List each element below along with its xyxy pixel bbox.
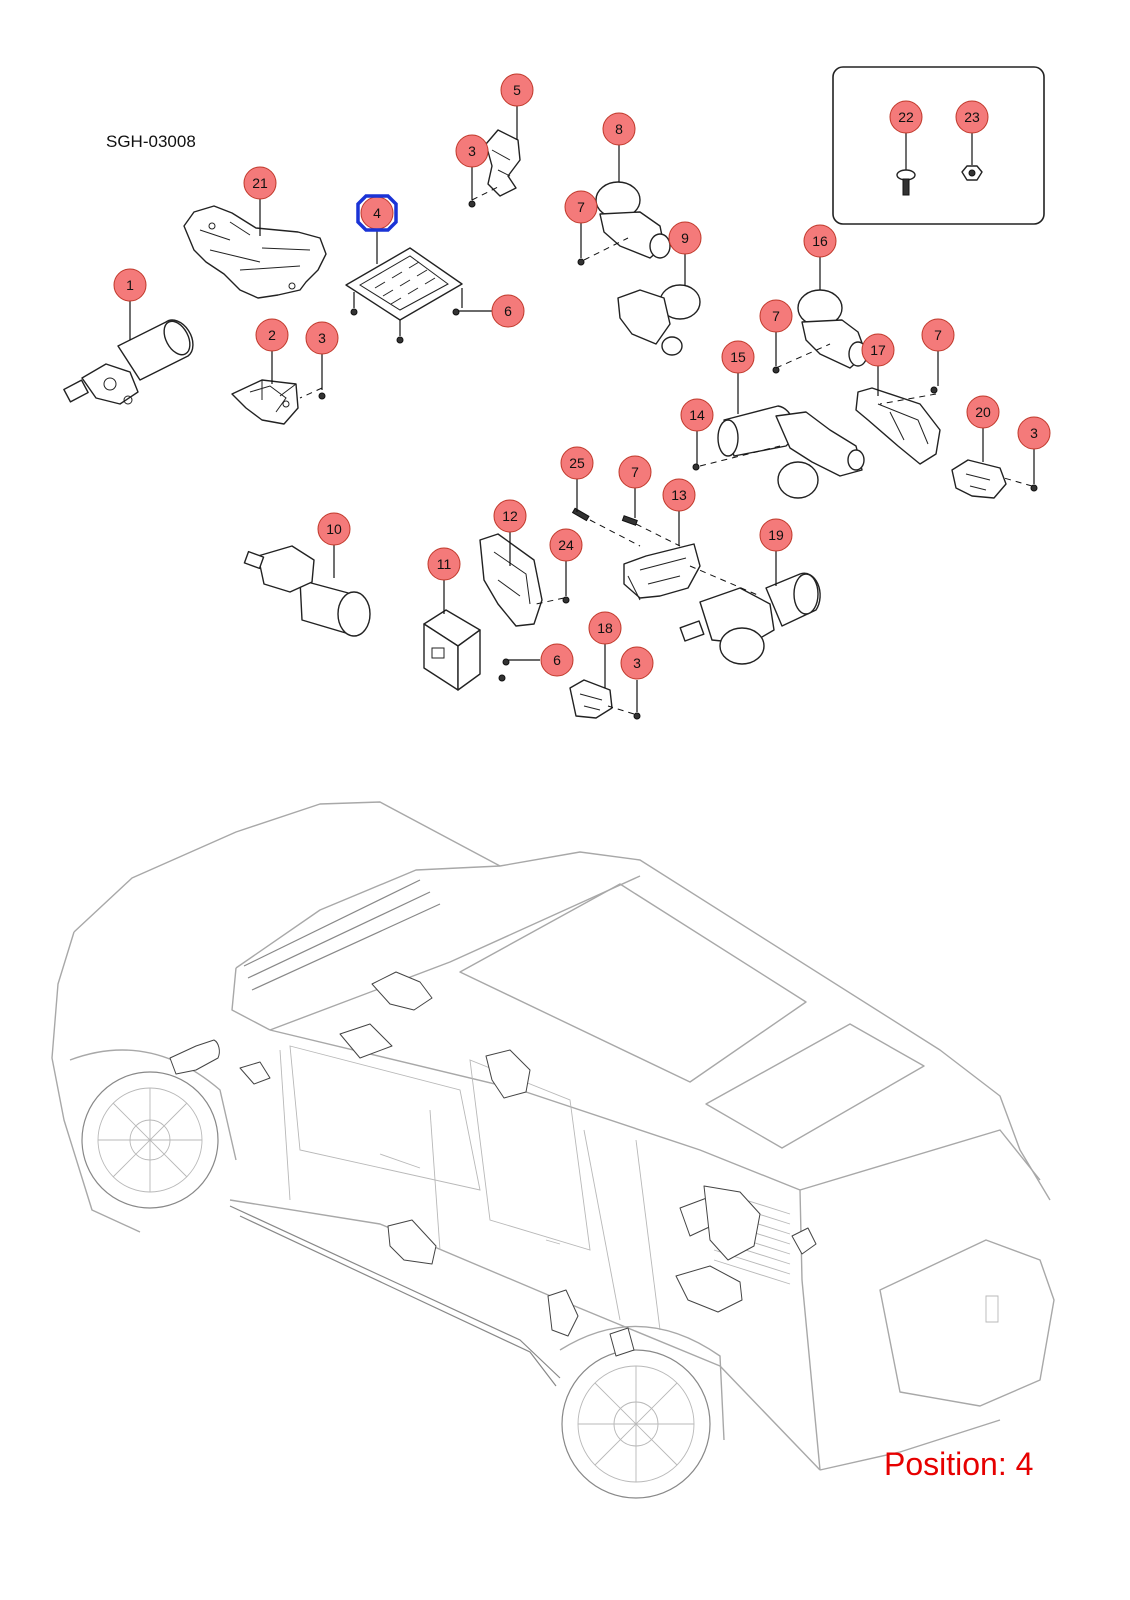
svg-text:11: 11 bbox=[437, 556, 452, 572]
callout-3: 3 bbox=[620, 646, 654, 680]
svg-text:6: 6 bbox=[553, 652, 561, 668]
callout-3: 3 bbox=[305, 321, 339, 355]
svg-text:15: 15 bbox=[730, 349, 746, 365]
vehicle-illustration bbox=[51, 801, 1055, 1499]
callout-10: 10 bbox=[317, 512, 351, 546]
actuator-part-15 bbox=[692, 405, 865, 499]
callout-8: 8 bbox=[602, 112, 636, 146]
installed-components bbox=[169, 971, 817, 1357]
svg-text:24: 24 bbox=[558, 537, 574, 553]
callout-3: 3 bbox=[455, 134, 489, 168]
svg-text:21: 21 bbox=[252, 175, 268, 191]
actuator-part-8 bbox=[577, 181, 671, 266]
svg-text:18: 18 bbox=[597, 620, 613, 636]
actuator-part-10 bbox=[243, 545, 371, 637]
svg-text:7: 7 bbox=[772, 308, 780, 324]
svg-text:6: 6 bbox=[504, 303, 512, 319]
callout-21: 21 bbox=[243, 166, 277, 200]
callout-7: 7 bbox=[921, 318, 955, 352]
bracket-part-18 bbox=[569, 679, 641, 720]
callout-16: 16 bbox=[803, 224, 837, 258]
diagram-reference-code: SGH-03008 bbox=[106, 132, 196, 151]
alignment-lines bbox=[299, 185, 1033, 715]
callout-25: 25 bbox=[560, 446, 594, 480]
callout-1: 1 bbox=[113, 268, 147, 302]
callout-2: 2 bbox=[255, 318, 289, 352]
callout-6: 6 bbox=[491, 294, 525, 328]
svg-text:3: 3 bbox=[1030, 425, 1038, 441]
leader-lines bbox=[129, 104, 1035, 712]
callout-24: 24 bbox=[549, 528, 583, 562]
svg-text:8: 8 bbox=[615, 121, 623, 137]
bracket-part-5 bbox=[468, 129, 521, 208]
callout-5: 5 bbox=[500, 73, 534, 107]
callout-11: 11 bbox=[427, 547, 461, 581]
svg-text:17: 17 bbox=[870, 342, 886, 358]
svg-text:3: 3 bbox=[633, 655, 641, 671]
callout-18: 18 bbox=[588, 611, 622, 645]
svg-text:1: 1 bbox=[126, 277, 134, 293]
callout-9: 9 bbox=[668, 221, 702, 255]
callout-20: 20 bbox=[966, 395, 1000, 429]
svg-text:4: 4 bbox=[373, 205, 381, 221]
svg-text:19: 19 bbox=[768, 527, 784, 543]
bracket-part-13 bbox=[623, 543, 701, 601]
actuator-part-9 bbox=[617, 284, 701, 356]
svg-text:2: 2 bbox=[268, 327, 276, 343]
callout-13: 13 bbox=[662, 478, 696, 512]
svg-text:7: 7 bbox=[934, 327, 942, 343]
fastener-inset bbox=[832, 66, 1045, 225]
bolts-part-25-7 bbox=[571, 507, 638, 526]
svg-text:25: 25 bbox=[569, 455, 585, 471]
svg-text:10: 10 bbox=[326, 521, 342, 537]
svg-text:14: 14 bbox=[689, 407, 705, 423]
callout-23: 23 bbox=[955, 100, 989, 134]
svg-text:16: 16 bbox=[812, 233, 828, 249]
control-unit-part-11 bbox=[423, 609, 510, 691]
callout-7: 7 bbox=[618, 455, 652, 489]
svg-text:7: 7 bbox=[577, 199, 585, 215]
position-label: Position: 4 bbox=[884, 1446, 1034, 1482]
actuator-part-1 bbox=[63, 319, 194, 405]
mounting-plate-part-4 bbox=[345, 247, 463, 344]
svg-text:3: 3 bbox=[468, 143, 476, 159]
actuator-part-19 bbox=[679, 572, 821, 665]
svg-text:20: 20 bbox=[975, 404, 991, 420]
callout-4-highlighted: 4 bbox=[356, 194, 398, 232]
bracket-part-20 bbox=[951, 459, 1038, 499]
svg-text:5: 5 bbox=[513, 82, 521, 98]
bracket-part-2 bbox=[231, 379, 326, 425]
callout-15: 15 bbox=[721, 340, 755, 374]
svg-text:13: 13 bbox=[671, 487, 687, 503]
actuator-part-16 bbox=[772, 289, 868, 374]
svg-text:7: 7 bbox=[631, 464, 639, 480]
svg-text:12: 12 bbox=[502, 508, 518, 524]
svg-text:9: 9 bbox=[681, 230, 689, 246]
callout-17: 17 bbox=[861, 333, 895, 367]
callout-19: 19 bbox=[759, 518, 793, 552]
callout-7: 7 bbox=[759, 299, 793, 333]
heat-shield-part-21 bbox=[183, 205, 327, 299]
callout-3: 3 bbox=[1017, 416, 1051, 450]
bracket-part-17 bbox=[855, 386, 941, 465]
svg-text:22: 22 bbox=[898, 109, 914, 125]
callout-7: 7 bbox=[564, 190, 598, 224]
svg-text:3: 3 bbox=[318, 330, 326, 346]
callout-6: 6 bbox=[540, 643, 574, 677]
callout-12: 12 bbox=[493, 499, 527, 533]
callout-22: 22 bbox=[889, 100, 923, 134]
svg-text:23: 23 bbox=[964, 109, 980, 125]
callout-14: 14 bbox=[680, 398, 714, 432]
